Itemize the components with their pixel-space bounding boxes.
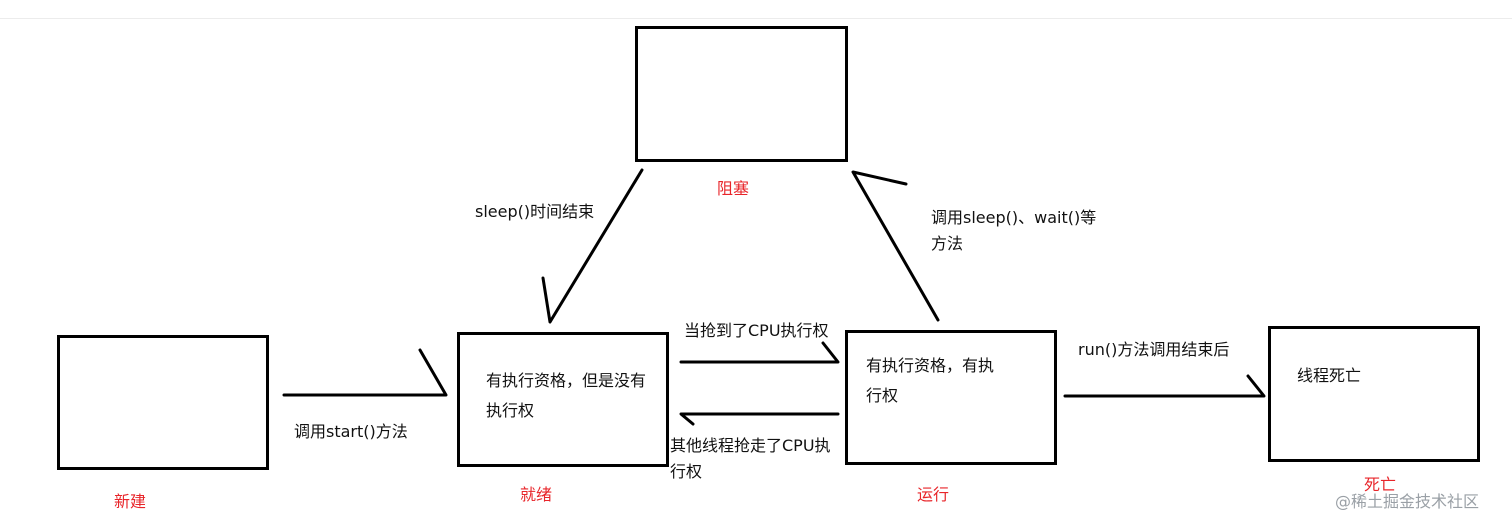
arrow-new-to-ready: [282, 348, 448, 397]
state-label-running: 运行: [917, 485, 950, 504]
edge-label-running-dead: run()方法调用结束后: [1078, 340, 1230, 359]
state-label-ready: 就绪: [520, 485, 553, 504]
arrow-running-to-blocked: [851, 170, 940, 322]
node-running-box: [845, 330, 1057, 465]
node-ready-box: [457, 332, 669, 467]
node-ready-text: 有执行资格，但是没有 执行权: [486, 371, 647, 420]
arrow-running-to-dead: [1063, 374, 1266, 398]
edge-label-new-ready: 调用start()方法: [294, 422, 408, 441]
edge-label-blocked-ready: sleep()时间结束: [475, 202, 595, 221]
arrow-blocked-to-ready: [541, 168, 644, 324]
node-new-box: [57, 335, 269, 470]
edge-label-ready-running: 当抢到了CPU执行权: [684, 321, 829, 340]
state-label-new: 新建: [114, 492, 147, 511]
node-blocked-box: [635, 26, 848, 162]
edge-label-running-ready: 其他线程抢走了CPU执 行权: [670, 436, 831, 481]
state-label-blocked: 阻塞: [717, 179, 750, 198]
node-running-text: 有执行资格，有执 行权: [866, 356, 995, 405]
edge-label-running-blocked: 调用sleep()、wait()等 方法: [931, 208, 1097, 253]
node-dead-text: 线程死亡: [1297, 366, 1362, 385]
top-divider: [0, 18, 1512, 19]
arrow-running-to-ready: [679, 412, 840, 426]
arrow-ready-to-running: [679, 341, 840, 364]
node-dead-box: [1268, 326, 1480, 462]
state-label-dead: 死亡: [1364, 475, 1397, 494]
watermark-text: @稀土掘金技术社区: [1335, 492, 1480, 511]
